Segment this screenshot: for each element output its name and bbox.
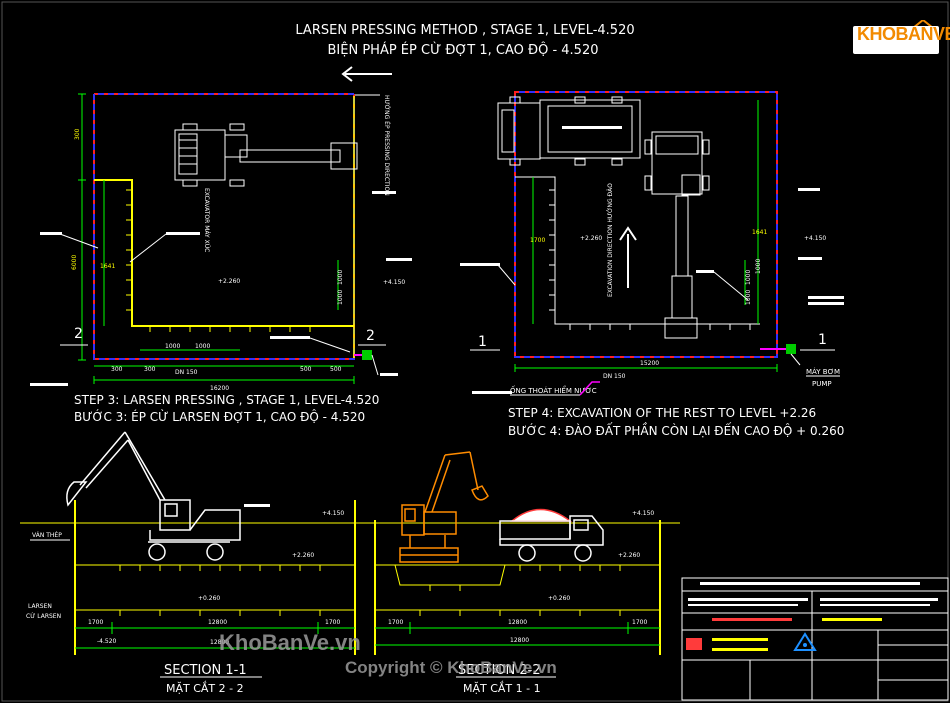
- step4-grid-left: 1: [478, 334, 487, 350]
- svg-text:+4.150: +4.150: [322, 510, 344, 517]
- logo-text[interactable]: KHOBANVE: [857, 24, 950, 44]
- svg-text:+4.150: +4.150: [632, 510, 654, 517]
- header-title-vn: BIỆN PHÁP ÉP CỪ ĐỢT 1, CAO ĐỘ - 4.520: [328, 42, 599, 58]
- step3-pressing-direction: HƯỚNG ÉP PRESSING DIRECTION: [383, 95, 391, 196]
- step3-grid-left: 2: [74, 326, 83, 342]
- step4-pump-label-en: PUMP: [812, 380, 832, 388]
- svg-text:15200: 15200: [640, 360, 659, 367]
- section-left-subtitle: MẶT CẮT 2 - 2: [166, 681, 244, 695]
- svg-text:16200: 16200: [210, 385, 229, 392]
- section-left: 1700 12800 1700 12800 +4.150 +2.260 +0.2…: [20, 431, 370, 655]
- step4-grid-right: 1: [818, 332, 827, 348]
- svg-text:-4.520: -4.520: [97, 638, 117, 645]
- step4-caption-vn: BƯỚC 4: ĐÀO ĐẤT PHẦN CÒN LẠI ĐẾN CAO ĐỘ …: [508, 422, 844, 438]
- excavation-direction-icon: [619, 226, 637, 288]
- step3-caption-en: STEP 3: LARSEN PRESSING , STAGE 1, LEVEL…: [74, 393, 379, 407]
- title-block: [681, 577, 949, 701]
- svg-text:1000: 1000: [337, 290, 344, 305]
- svg-text:+0.260: +0.260: [198, 595, 220, 602]
- svg-text:1641: 1641: [752, 229, 767, 236]
- svg-text:1000: 1000: [745, 290, 752, 305]
- svg-text:DN 150: DN 150: [175, 369, 198, 376]
- svg-text:+0.260: +0.260: [548, 595, 570, 602]
- step4-dump-truck: [497, 96, 641, 166]
- step4-pipe-label: DN 150: [603, 373, 626, 380]
- svg-text:+2.260: +2.260: [618, 552, 640, 559]
- section-right-excavator: [399, 451, 489, 563]
- svg-text:500: 500: [300, 366, 312, 373]
- section-left-title: SECTION 1-1: [164, 663, 247, 678]
- section-right-title: SECTION 2-2: [458, 663, 541, 678]
- svg-text:1700: 1700: [88, 619, 103, 626]
- svg-text:1700: 1700: [388, 619, 403, 626]
- arrow-left-icon: [341, 66, 392, 82]
- svg-text:1700: 1700: [530, 237, 545, 244]
- svg-text:300: 300: [111, 366, 123, 373]
- svg-text:500: 500: [330, 366, 342, 373]
- step3-excavator-label: EXCAVATOR MÁY XÚC: [203, 188, 210, 252]
- svg-text:300: 300: [74, 128, 81, 140]
- step4-excavation-direction: EXCAVATION DIRECTION HƯỚNG ĐÀO: [607, 183, 614, 297]
- step3-grid-right: 2: [366, 328, 375, 344]
- svg-text:1000: 1000: [755, 259, 762, 274]
- svg-text:6000: 6000: [71, 255, 78, 270]
- svg-text:1000: 1000: [745, 270, 752, 285]
- svg-text:12800: 12800: [508, 619, 527, 626]
- step3-level-right: +4.150: [383, 279, 405, 286]
- copyright: Copyright © KhoBanVe.vn: [345, 658, 557, 677]
- svg-text:12800: 12800: [210, 639, 229, 646]
- svg-text:12800: 12800: [208, 619, 227, 626]
- step4-level-mark: +2.260: [580, 235, 602, 242]
- svg-text:1000: 1000: [195, 343, 210, 350]
- section-right: 1700 12800 1700 12800 +4.150 +2.260 +0.2…: [355, 451, 680, 655]
- section-right-truck: [499, 508, 604, 562]
- step4-drain-label: ỐNG THOÁT HIỂM NƯỚC: [510, 385, 597, 395]
- step3-caption-vn: BƯỚC 3: ÉP CỪ LARSEN ĐỢT 1, CAO ĐỘ - 4.5…: [74, 409, 365, 424]
- step4-level-right: +4.150: [804, 235, 826, 242]
- step4-pump-label-vn: MÁY BƠM: [806, 367, 840, 376]
- svg-text:VÁN THÉP: VÁN THÉP: [32, 531, 62, 539]
- svg-text:1000: 1000: [165, 343, 180, 350]
- step4-plan: 1700 1641 1000 1000 1000 15200 DN 150 +2…: [460, 91, 844, 396]
- logo-icon: [853, 20, 939, 54]
- step3-plan: 300 6000 1641 1000 1000 300 300 500 500 …: [30, 93, 412, 392]
- watermark: KhoBanVe.vn: [219, 630, 361, 655]
- step3-excavator: [174, 123, 358, 187]
- svg-text:1641: 1641: [100, 263, 115, 270]
- svg-text:1700: 1700: [325, 619, 340, 626]
- svg-text:LARSEN: LARSEN: [28, 603, 52, 610]
- svg-text:+2.260: +2.260: [292, 552, 314, 559]
- step4-caption-en: STEP 4: EXCAVATION OF THE REST TO LEVEL …: [508, 406, 816, 420]
- section-right-subtitle: MẶT CẮT 1 - 1: [463, 681, 541, 695]
- step4-excavator: [644, 131, 710, 339]
- svg-text:12800: 12800: [510, 637, 529, 644]
- svg-text:1700: 1700: [632, 619, 647, 626]
- svg-text:300: 300: [144, 366, 156, 373]
- step3-level-mark: +2.260: [218, 278, 240, 285]
- svg-text:1000: 1000: [337, 270, 344, 285]
- section-left-excavator: [66, 431, 241, 561]
- svg-text:CỪ LARSEN: CỪ LARSEN: [26, 613, 61, 620]
- header-title-en: LARSEN PRESSING METHOD , STAGE 1, LEVEL-…: [295, 23, 634, 38]
